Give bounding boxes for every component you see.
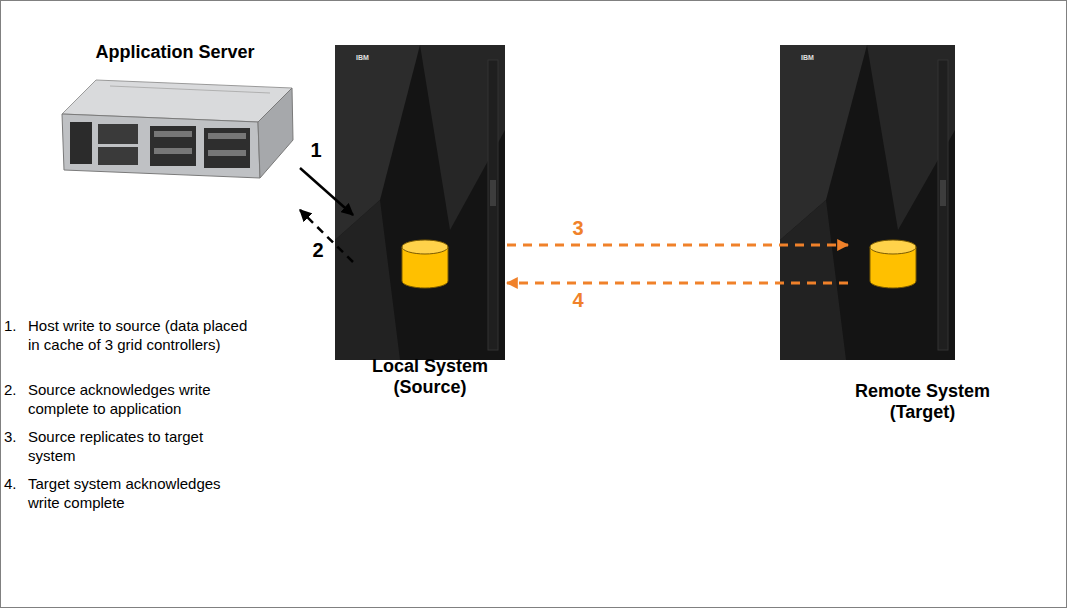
rack-illustration [335,45,505,360]
step-text: Source acknowledges write complete to ap… [28,380,250,418]
node-title: Local System (Source) [355,356,505,398]
storage-cylinder [870,240,916,288]
step-text: Target system acknowledges write complet… [28,474,250,512]
brand-logo: IBM [801,54,821,62]
server-illustration [62,80,293,178]
callout-number: 2 [310,239,325,261]
callout-number: 1 [308,139,323,161]
connector-arrow [507,282,848,285]
rack-illustration [780,45,955,360]
step-number: 3. [4,427,26,446]
step-text: Source replicates to target system [28,427,250,465]
storage-system-node: Local System (Source) [353,205,507,400]
storage-cylinder [402,240,448,288]
node-title: Application Server [95,42,254,63]
brand-logo: IBM [356,54,376,62]
connector-arrow [300,210,353,262]
connector-arrow [507,244,848,247]
callout-number: 3 [570,217,585,239]
connector-arrow [300,168,353,215]
step-number: 2. [4,380,26,399]
step-text: Host write to source (data placed in cac… [28,316,250,354]
step-number: 4. [4,474,26,493]
step-number: 1. [4,316,26,335]
server-node: Application Server [50,40,300,215]
node-title: Remote System (Target) [850,381,995,423]
storage-system-node: Remote System (Target) [848,205,997,425]
callout-number: 4 [570,289,585,311]
